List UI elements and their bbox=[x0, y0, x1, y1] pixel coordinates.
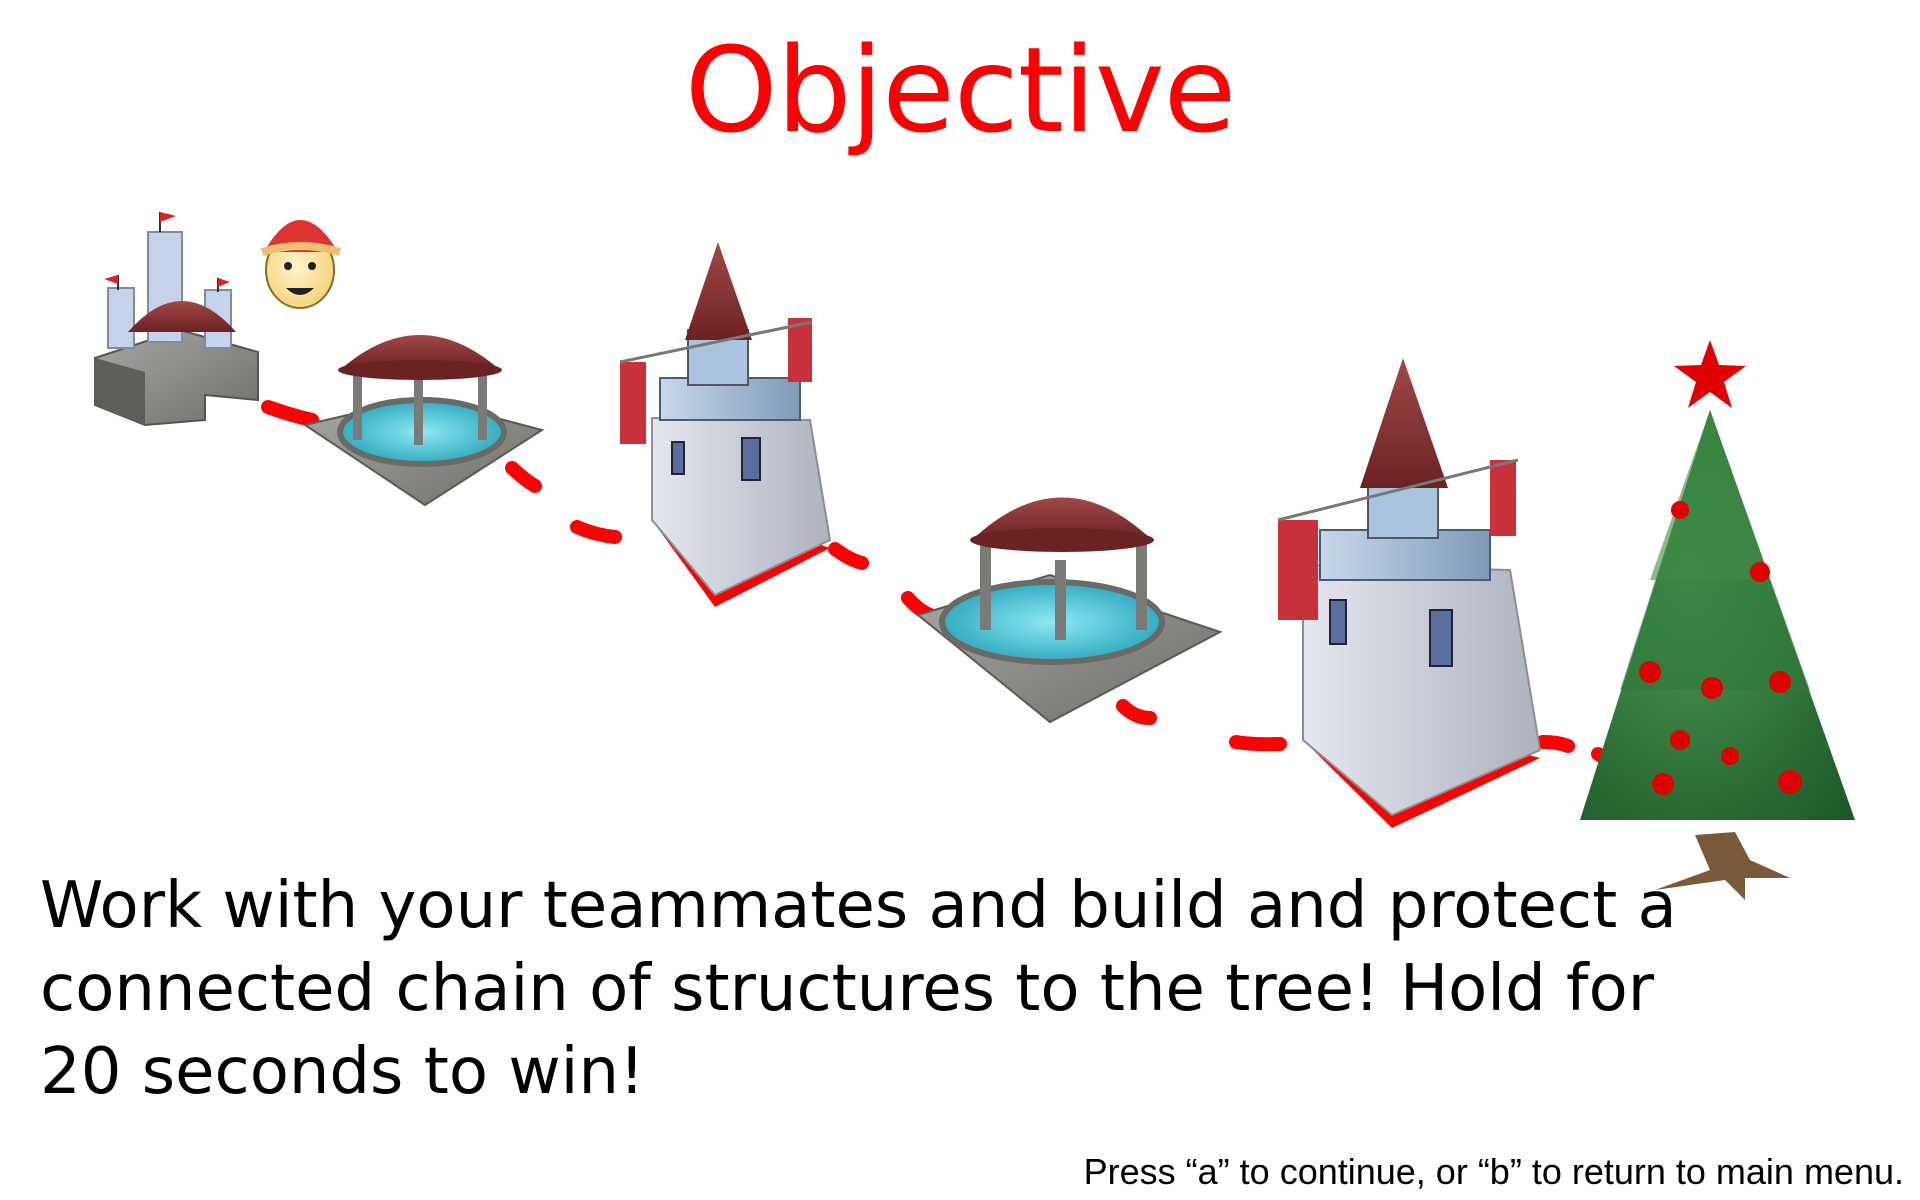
tower-icon bbox=[619, 242, 832, 607]
christmas-tree-icon bbox=[1580, 340, 1855, 900]
fountain-icon bbox=[302, 335, 545, 507]
elf-face-icon bbox=[260, 220, 342, 309]
continue-hint: Press “a” to continue, or “b” to return … bbox=[1083, 1151, 1904, 1192]
fountain-icon bbox=[915, 497, 1223, 724]
tower-icon bbox=[1277, 358, 1542, 828]
objective-description: Work with your teammates and build and p… bbox=[40, 869, 1677, 1109]
chain-path bbox=[261, 400, 1627, 777]
page-title: Objective bbox=[684, 21, 1237, 159]
castle-icon bbox=[94, 212, 259, 427]
